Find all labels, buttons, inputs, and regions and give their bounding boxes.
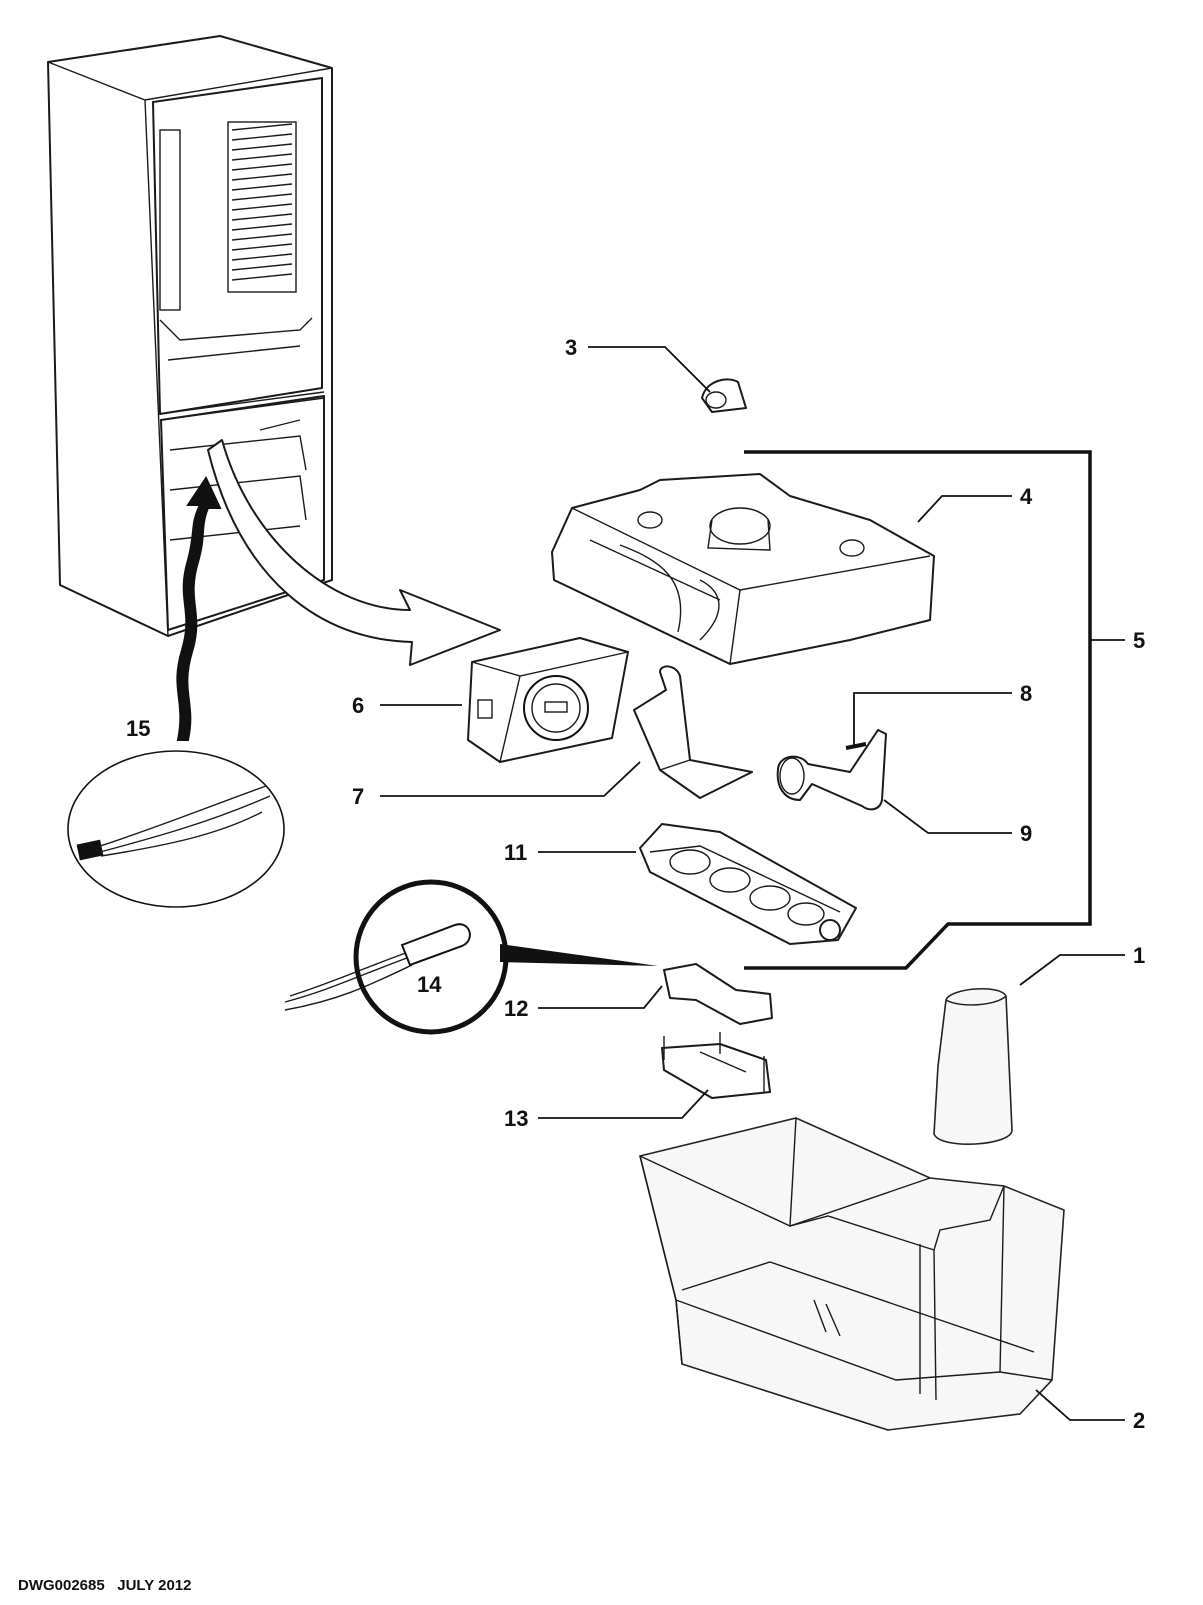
callout-12: 12 xyxy=(504,996,528,1021)
sensor-detail-oval xyxy=(67,750,285,908)
part-2-bin xyxy=(639,1117,1065,1431)
part-12-clip xyxy=(663,963,773,1025)
part-3-cap xyxy=(701,378,747,413)
part-4-housing xyxy=(551,473,935,665)
part-6-module xyxy=(467,637,629,763)
refrigerator-cabinet xyxy=(47,35,333,637)
sensor-detail-circle xyxy=(284,879,658,1035)
callout-6: 6 xyxy=(352,693,364,718)
curved-arrow xyxy=(207,439,501,666)
callout-5: 5 xyxy=(1133,628,1145,653)
assembly-bracket xyxy=(744,450,1092,970)
callout-11: 11 xyxy=(504,840,527,865)
part-11-tray xyxy=(639,823,857,945)
part-7-bracket xyxy=(633,665,753,799)
callout-9: 9 xyxy=(1020,821,1032,846)
callout-4: 4 xyxy=(1020,484,1033,509)
callout-8: 8 xyxy=(1020,681,1032,706)
callout-2: 2 xyxy=(1133,1408,1145,1433)
drawing-number: DWG002685 xyxy=(18,1577,105,1594)
drawing-footer: DWG002685 JULY 2012 xyxy=(18,1577,191,1594)
part-9-arm xyxy=(776,729,887,811)
part-1-cover xyxy=(933,987,1013,1145)
callout-7: 7 xyxy=(352,784,364,809)
part-13-plate xyxy=(661,1032,771,1099)
callout-15: 15 xyxy=(126,716,150,741)
callout-13: 13 xyxy=(504,1106,528,1131)
drawing-date: JULY 2012 xyxy=(117,1577,192,1594)
wire-harness xyxy=(176,475,222,741)
vent-grille xyxy=(227,121,297,293)
callout-1: 1 xyxy=(1133,943,1145,968)
part-8-screw xyxy=(845,742,867,750)
callout-3: 3 xyxy=(565,335,577,360)
callout-14: 14 xyxy=(417,972,442,997)
leader-lines xyxy=(380,346,1125,1421)
callout-labels: 1 2 3 4 5 6 7 8 9 11 12 13 14 15 xyxy=(126,335,1145,1433)
